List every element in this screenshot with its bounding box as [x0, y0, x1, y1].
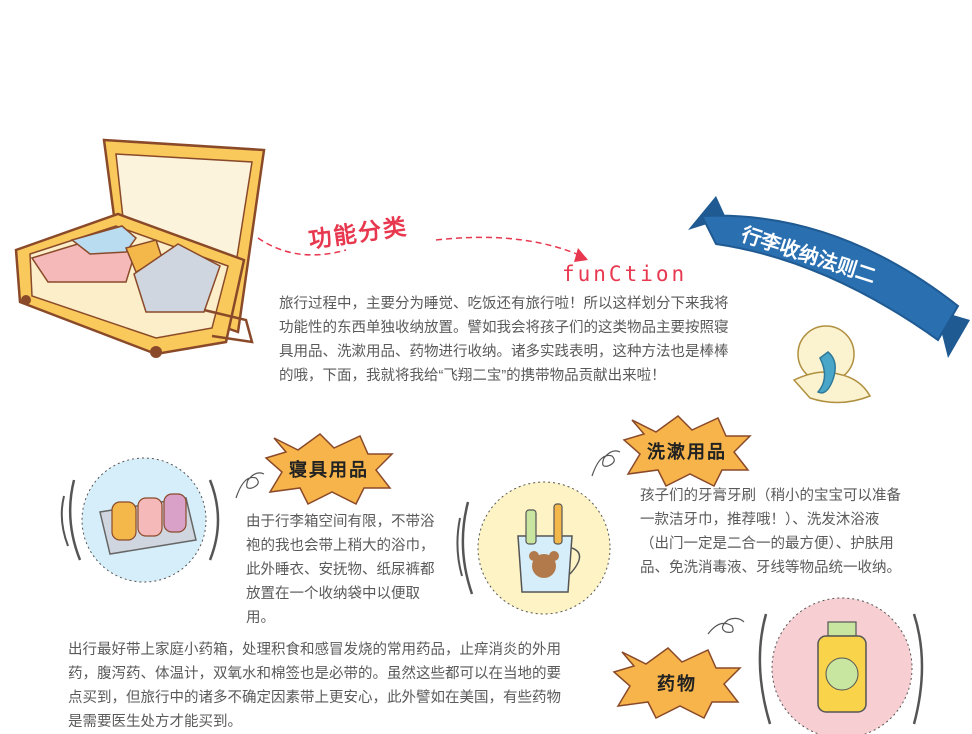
bedding-label: 寝具用品	[289, 460, 369, 480]
banner-ribbon: 行李收纳法则二	[688, 196, 970, 358]
toiletries-circle	[456, 481, 611, 615]
toiletries-burst: 洗漱用品	[622, 414, 752, 488]
bedding-circle	[60, 457, 220, 583]
medicine-burst: 药物	[612, 646, 742, 720]
medicine-swirl-icon	[707, 617, 745, 635]
medicine-paragraph: 出行最好带上家庭小药箱，处理积食和感冒发烧的常用药品，止痒消炎的外用药，腹泻药、…	[68, 642, 561, 730]
section-subtitle: funCtion	[562, 262, 688, 286]
seahorse-doodle-icon	[792, 325, 872, 404]
suitcase-illustration	[14, 138, 266, 358]
toiletries-label: 洗漱用品	[647, 442, 727, 462]
bedding-burst: 寝具用品	[264, 432, 394, 506]
bedding-paragraph: 由于行李箱空间有限，不带浴袍的我也会带上稍大的浴巾，此外睡衣、安抚物、纸尿裤都放…	[246, 514, 435, 626]
toiletries-paragraph: 孩子们的牙膏牙刷（稍小的宝宝可以准备一款洁牙巾，推荐哦！）、洗发沐浴液（出门一定…	[640, 488, 901, 576]
medicine-circle	[758, 597, 924, 734]
intro-paragraph: 旅行过程中，主要分为睡觉、吃饭还有旅行啦！所以这样划分下来我将功能性的东西单独收…	[279, 296, 729, 384]
bedding-swirl-icon	[235, 472, 265, 499]
dashed-arrow	[257, 236, 588, 262]
medicine-label: 药物	[657, 674, 697, 694]
toiletries-swirl-icon	[591, 450, 621, 477]
